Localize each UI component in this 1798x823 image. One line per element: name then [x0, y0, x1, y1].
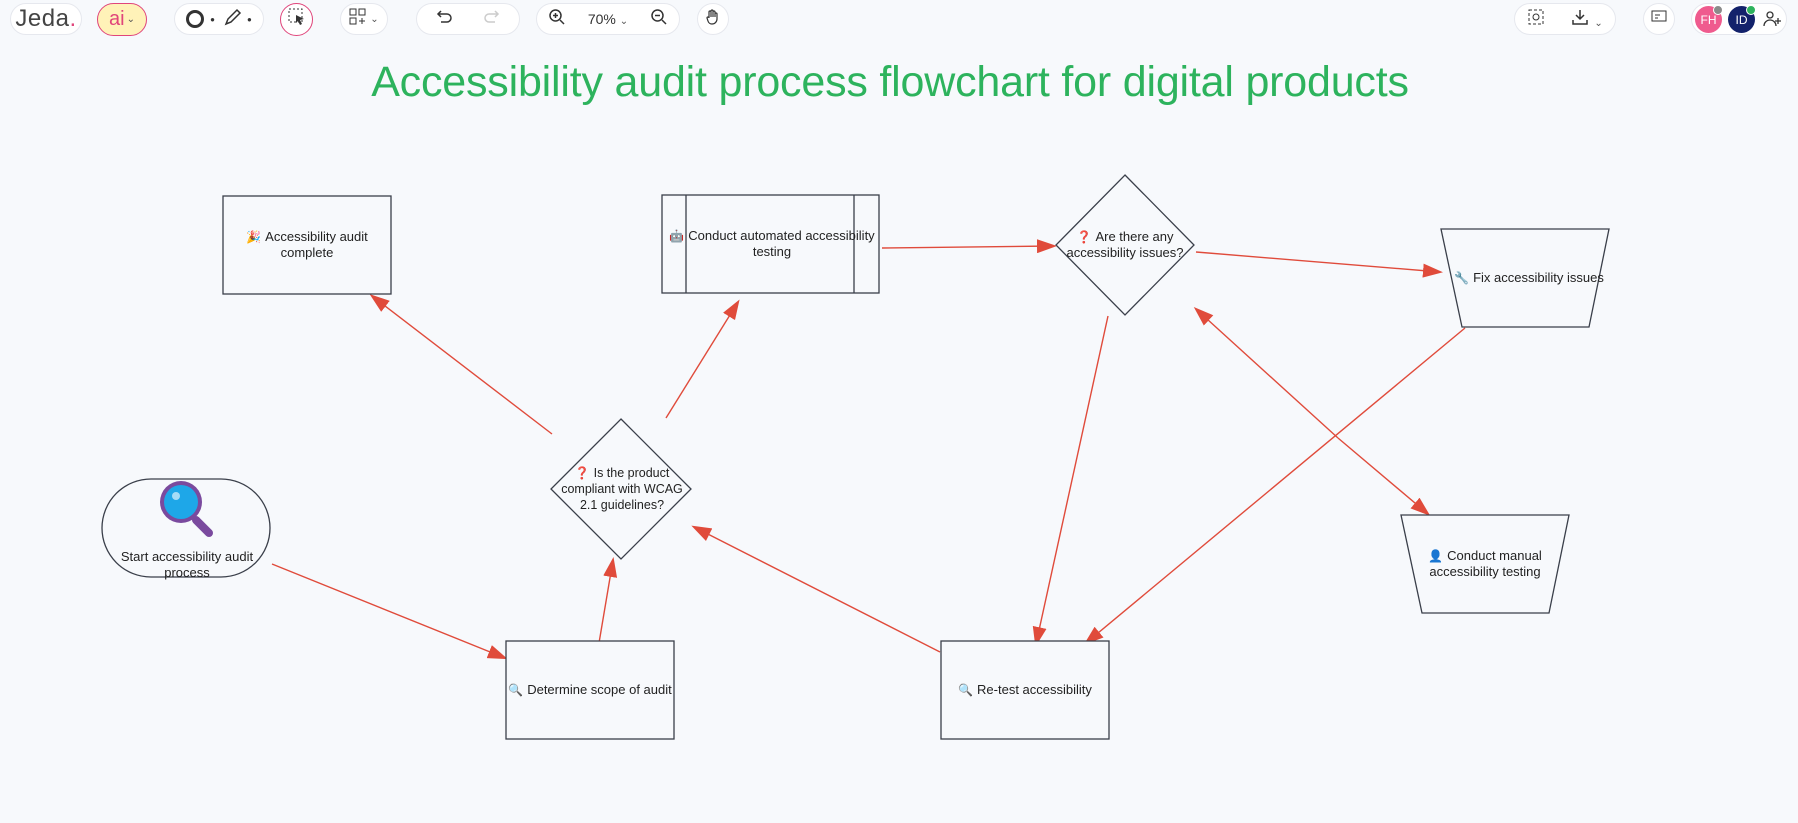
chevron-down-icon: ⌄ [370, 13, 379, 25]
edge-issues-to-fix[interactable] [1195, 251, 1443, 278]
zoom-level-value: 70% [587, 11, 616, 27]
edge-manual-to-issues[interactable] [1193, 306, 1339, 439]
redo-icon[interactable] [482, 7, 502, 32]
node-issues-text: Are there any accessibility issues? [1066, 229, 1184, 260]
zoom-in-icon[interactable] [548, 8, 566, 31]
question-icon: ❓ [1076, 230, 1092, 244]
avatar-initials: ID [1735, 12, 1748, 27]
node-issues-label: ❓Are there any accessibility issues? [1064, 205, 1186, 285]
edge-retest-to-compliant[interactable] [691, 525, 941, 653]
chevron-down-icon: ⌄ [126, 14, 135, 25]
node-complete-text: Accessibility audit complete [265, 229, 368, 260]
history-group [416, 3, 520, 35]
node-start-shape[interactable] [101, 478, 271, 578]
edge-fix-to-retest[interactable] [1083, 327, 1466, 645]
node-manual-shape[interactable] [1400, 514, 1570, 614]
node-scope-text: Determine scope of audit [527, 682, 672, 697]
node-automated-shape[interactable] [661, 194, 880, 294]
node-compliant-text: Is the product compliant with WCAG 2.1 g… [561, 466, 683, 512]
avatar[interactable]: ID [1728, 5, 1756, 33]
node-compliant-label: ❓Is the product compliant with WCAG 2.1 … [556, 440, 688, 538]
pen-options-dot[interactable]: ● [247, 14, 252, 24]
edge-issues-to-manual[interactable] [1337, 437, 1431, 516]
insert-widgets-button[interactable]: ⌄ [340, 3, 388, 35]
node-retest-shape[interactable] [940, 640, 1110, 740]
node-scope-shape[interactable] [505, 640, 675, 740]
node-start-label: Start accessibility audit process [120, 549, 254, 580]
node-fix-shape[interactable] [1440, 228, 1610, 328]
widgets-grid-icon [349, 8, 367, 31]
edge-compliant-to-complete[interactable] [369, 294, 553, 435]
select-tool-button[interactable] [280, 3, 313, 36]
party-popper-icon: 🎉 [246, 230, 262, 244]
robot-icon: 🤖 [669, 229, 685, 243]
node-fix-text: Fix accessibility issues [1473, 270, 1604, 285]
person-icon: 👤 [1428, 549, 1444, 563]
logo-accent: . [69, 5, 77, 32]
ai-label: ai [109, 8, 125, 30]
status-dot [1746, 5, 1756, 15]
node-compliant-shape[interactable] [550, 418, 692, 560]
edge-issues-to-retest[interactable] [1032, 315, 1109, 647]
hand-icon [704, 8, 722, 31]
node-complete-label: 🎉Accessibility audit complete [233, 196, 381, 294]
node-retest-text: Re-test accessibility [977, 682, 1092, 697]
top-toolbar: Jeda. ai ⌄ ● ● ⌄ 70% ⌄ [0, 0, 1798, 40]
chevron-down-icon: ⌄ [1594, 17, 1603, 29]
wrench-icon: 🔧 [1454, 271, 1470, 285]
search-icon: 🔍 [958, 683, 974, 697]
export-group: ⌄ [1514, 3, 1616, 35]
avatar[interactable]: FH [1695, 5, 1723, 33]
logo-text: Jeda [15, 5, 70, 32]
edge-start-to-scope[interactable] [271, 563, 508, 660]
node-automated-text: Conduct automated accessibility testing [688, 228, 875, 259]
magnifier-icon [160, 481, 213, 537]
edge-scope-to-compliant[interactable] [598, 557, 618, 644]
shape-tool-icon[interactable] [186, 10, 205, 28]
pan-tool-button[interactable] [697, 3, 729, 35]
node-automated-label: 🤖Conduct automated accessibility testing [668, 195, 876, 293]
present-button[interactable] [1643, 3, 1675, 35]
chevron-down-icon: ⌄ [619, 16, 629, 27]
edge-compliant-to-automated[interactable] [665, 299, 740, 419]
page-title: Accessibility audit process flowchart fo… [371, 58, 1409, 106]
ai-assistant-button[interactable]: ai ⌄ [97, 3, 147, 36]
search-icon: 🔍 [508, 683, 524, 697]
node-manual-text: Conduct manual accessibility testing [1429, 548, 1542, 579]
select-pointer-icon [287, 7, 307, 32]
present-icon [1650, 8, 1668, 31]
drawing-tools-group: ● ● [174, 3, 264, 35]
shape-options-dot[interactable]: ● [210, 14, 215, 24]
undo-icon[interactable] [434, 7, 454, 32]
pen-tool-icon[interactable] [223, 7, 243, 32]
add-user-icon[interactable] [1762, 9, 1782, 34]
zoom-out-icon[interactable] [650, 8, 668, 31]
question-icon: ❓ [574, 466, 590, 480]
zoom-level-select[interactable]: 70% ⌄ [588, 11, 628, 27]
edge-automated-to-issues[interactable] [881, 239, 1057, 254]
screenshot-icon[interactable] [1527, 8, 1545, 31]
app-logo[interactable]: Jeda. [10, 3, 82, 35]
zoom-group: 70% ⌄ [536, 3, 680, 35]
node-fix-label: 🔧Fix accessibility issues [1445, 229, 1613, 327]
node-issues-shape[interactable] [1055, 174, 1195, 316]
download-icon[interactable]: ⌄ [1570, 8, 1603, 31]
node-retest-label: 🔍Re-test accessibility [941, 641, 1109, 739]
node-complete-shape[interactable] [222, 195, 392, 295]
avatar-initials: FH [1700, 12, 1717, 27]
node-scope-label: 🔍Determine scope of audit [506, 641, 674, 739]
status-dot [1713, 5, 1723, 15]
node-manual-label: 👤Conduct manual accessibility testing [1421, 515, 1549, 613]
